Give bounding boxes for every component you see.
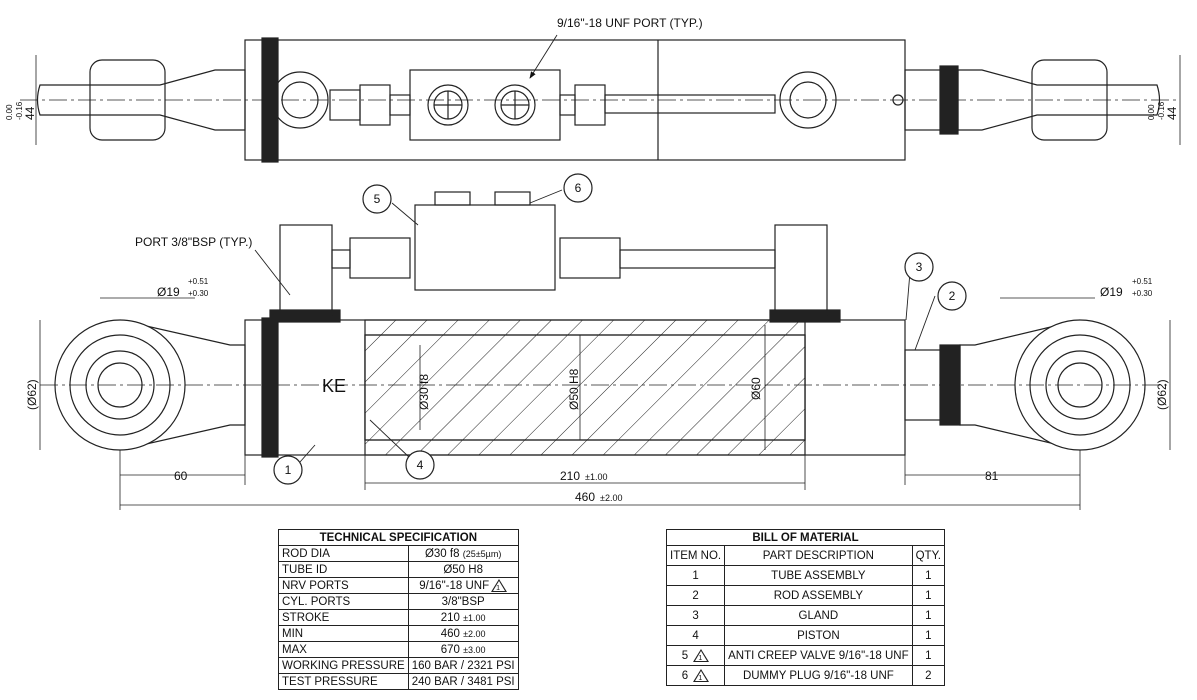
spec-label: WORKING PRESSURE bbox=[278, 657, 409, 674]
bom-desc: TUBE ASSEMBLY bbox=[724, 565, 913, 586]
spec-value: 240 BAR / 3481 PSI bbox=[407, 673, 519, 690]
outer-dia-label: Ø60 bbox=[749, 377, 763, 400]
bom-item: 1 bbox=[665, 565, 726, 586]
spec-label: TUBE ID bbox=[278, 561, 409, 578]
spec-label: TEST PRESSURE bbox=[278, 673, 409, 690]
balloons bbox=[273, 173, 967, 485]
top-dim-right-upper: 0.00 bbox=[1147, 104, 1156, 120]
pin-dia-right: Ø19 bbox=[1100, 285, 1123, 299]
pin-dia-left-upper: +0.51 bbox=[188, 277, 209, 286]
rod-dia-label: Ø30 f8 bbox=[417, 374, 431, 410]
spec-value: Ø30 f8 (25±5µm) bbox=[407, 545, 519, 562]
dim-210-tol: ±1.00 bbox=[585, 472, 607, 482]
spec-label: STROKE bbox=[278, 609, 409, 626]
spec-value: 3/8"BSP bbox=[407, 593, 519, 610]
spec-label: MAX bbox=[278, 641, 409, 658]
front-view bbox=[39, 173, 1171, 510]
body-mark: KE bbox=[322, 376, 346, 396]
dim-460-tol: ±2.00 bbox=[600, 493, 622, 503]
revision-triangle-icon: 1 bbox=[693, 668, 710, 682]
bom-item: 5 1 bbox=[665, 645, 726, 666]
bill-of-material-table: BILL OF MATERIAL ITEM NO.PART DESCRIPTIO… bbox=[665, 529, 945, 686]
top-view bbox=[20, 34, 1181, 163]
balloon-2: 2 bbox=[949, 289, 956, 303]
bom-qty: 1 bbox=[911, 585, 945, 606]
top-dim-left-lower: -0.16 bbox=[15, 101, 24, 120]
bom-qty: 1 bbox=[911, 605, 945, 626]
revision-triangle-icon: 1 bbox=[693, 648, 710, 662]
top-dim-left-upper: 0.00 bbox=[5, 104, 14, 120]
bom-header-item: ITEM NO. bbox=[665, 545, 726, 566]
bom-item: 2 bbox=[665, 585, 726, 606]
balloon-1: 1 bbox=[285, 463, 292, 477]
dim-81: 81 bbox=[985, 469, 999, 483]
balloon-5: 5 bbox=[374, 192, 381, 206]
cyl-port-label: PORT 3/8"BSP (TYP.) bbox=[135, 235, 252, 249]
pin-dia-right-lower: +0.30 bbox=[1132, 289, 1153, 298]
bom-qty: 1 bbox=[911, 625, 945, 646]
tube-dia-label: Ø50 H8 bbox=[567, 368, 581, 410]
bom-qty: 2 bbox=[911, 665, 945, 686]
dim-460: 460 bbox=[575, 490, 595, 504]
bom-desc: GLAND bbox=[724, 605, 913, 626]
spec-label: ROD DIA bbox=[278, 545, 409, 562]
bom-title: BILL OF MATERIAL bbox=[666, 529, 945, 546]
pin-dia-left: Ø19 bbox=[157, 285, 180, 299]
top-dim-right-lower: -0.16 bbox=[1157, 101, 1166, 120]
bom-qty: 1 bbox=[911, 645, 945, 666]
top-port-label: 9/16"-18 UNF PORT (TYP.) bbox=[557, 16, 703, 30]
bom-desc: DUMMY PLUG 9/16"-18 UNF bbox=[724, 665, 913, 686]
top-dim-left: 44 bbox=[23, 106, 37, 120]
bom-desc: PISTON bbox=[724, 625, 913, 646]
eye-dia-left: (Ø62) bbox=[25, 379, 39, 410]
bom-desc: ROD ASSEMBLY bbox=[724, 585, 913, 606]
spec-value: 670 ±3.00 bbox=[407, 641, 519, 658]
bom-desc: ANTI CREEP VALVE 9/16"-18 UNF bbox=[724, 645, 913, 666]
eye-dia-right: (Ø62) bbox=[1155, 379, 1169, 410]
spec-label: CYL. PORTS bbox=[278, 593, 409, 610]
spec-value: Ø50 H8 bbox=[407, 561, 519, 578]
bom-header-qty: QTY. bbox=[911, 545, 945, 566]
bom-header-desc: PART DESCRIPTION bbox=[724, 545, 913, 566]
pin-dia-left-lower: +0.30 bbox=[188, 289, 209, 298]
spec-value: 460 ±2.00 bbox=[407, 625, 519, 642]
spec-value: 210 ±1.00 bbox=[407, 609, 519, 626]
dim-60: 60 bbox=[174, 469, 188, 483]
bom-item: 4 bbox=[665, 625, 726, 646]
balloon-4: 4 bbox=[417, 458, 424, 472]
bom-item: 6 1 bbox=[665, 665, 726, 686]
spec-label: MIN bbox=[278, 625, 409, 642]
balloon-6: 6 bbox=[575, 181, 582, 195]
spec-label: NRV PORTS bbox=[278, 577, 409, 594]
pin-dia-right-upper: +0.51 bbox=[1132, 277, 1153, 286]
dim-210: 210 bbox=[560, 469, 580, 483]
bom-qty: 1 bbox=[911, 565, 945, 586]
balloon-3: 3 bbox=[916, 260, 923, 274]
spec-title: TECHNICAL SPECIFICATION bbox=[278, 529, 519, 546]
top-dim-right: 44 bbox=[1165, 106, 1179, 120]
bom-item: 3 bbox=[665, 605, 726, 626]
spec-value: 160 BAR / 2321 PSI bbox=[407, 657, 519, 674]
revision-triangle-icon: 1 bbox=[491, 578, 508, 592]
